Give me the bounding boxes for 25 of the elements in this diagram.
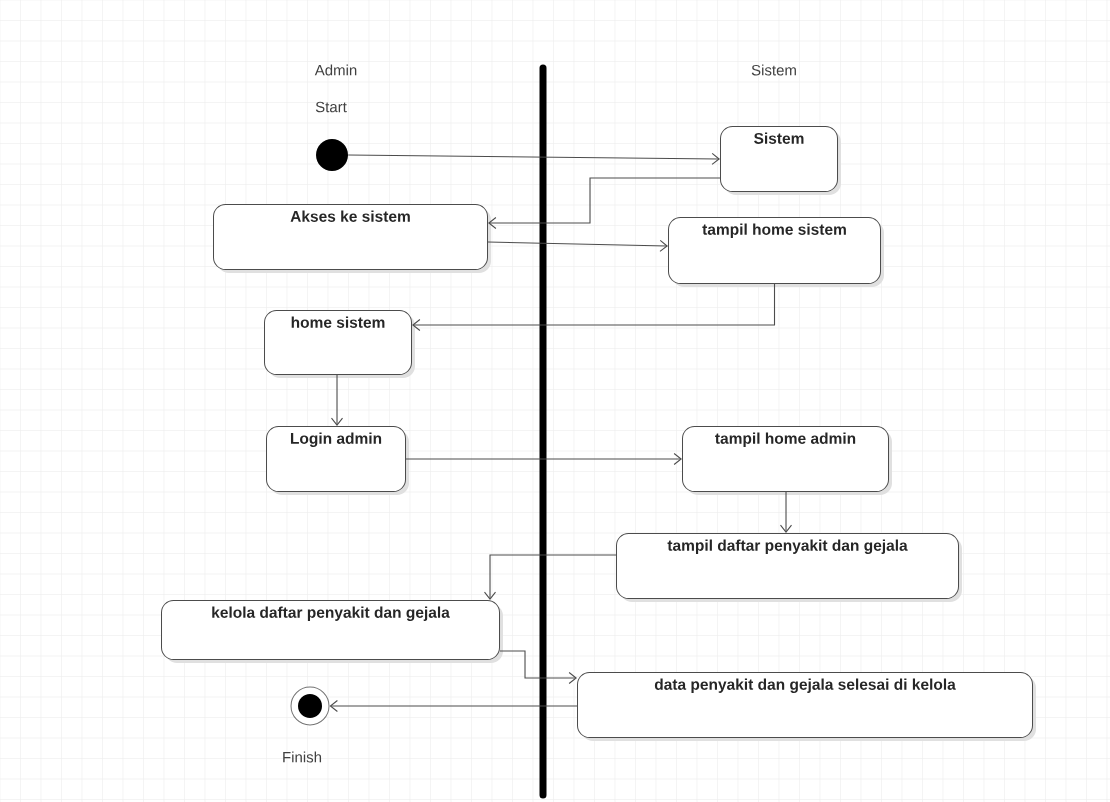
node-caption: Finish (283, 751, 322, 763)
arrow (487, 239, 668, 252)
activity-box: data penyakit dan gejala selesai di kelola (577, 672, 1036, 741)
arrow (499, 650, 577, 685)
activity-box: tampil home admin (682, 426, 892, 495)
activity-box: Sistem (720, 126, 841, 195)
lane-title: Sistem (751, 64, 796, 76)
arrow (329, 699, 578, 713)
arrow (405, 452, 682, 466)
activity-box: tampil daftar penyakit dan gejala (616, 533, 962, 602)
start-dot (316, 139, 348, 171)
activity-box: kelola daftar penyakit dan gejala (161, 600, 503, 663)
node-caption: Start (315, 101, 347, 113)
activity-box: Login admin (266, 426, 409, 495)
lane-title: Admin (314, 64, 357, 76)
activity-box: home sistem (264, 310, 415, 378)
activity-box: tampil home sistem (668, 217, 884, 287)
arrow (488, 177, 721, 230)
arrow (412, 283, 776, 332)
end-marker (290, 686, 330, 726)
arrow (483, 554, 617, 600)
arrow (347, 152, 720, 165)
arrow (779, 491, 793, 533)
activity-box: Akses ke sistem (213, 204, 491, 273)
arrow (330, 374, 344, 426)
